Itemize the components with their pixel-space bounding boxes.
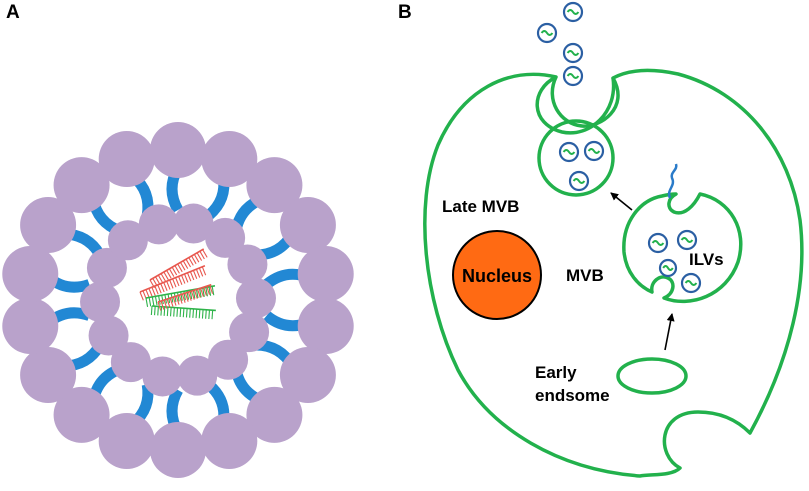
lipid-head bbox=[229, 312, 270, 353]
lipid-head bbox=[205, 217, 246, 258]
cell-membrane bbox=[423, 68, 804, 478]
mvb-label: MVB bbox=[566, 266, 604, 285]
lipid-head bbox=[88, 315, 129, 356]
lipid-head bbox=[142, 356, 183, 397]
lipid-head bbox=[107, 220, 148, 261]
exosome-group bbox=[536, 1, 702, 294]
rna-strand bbox=[149, 248, 208, 289]
lipid-head bbox=[53, 157, 110, 214]
lipid-head bbox=[173, 203, 214, 244]
exosome-vesicle-icon bbox=[583, 140, 605, 162]
lipid-head bbox=[98, 131, 155, 188]
cell-diagram: Nucleus Late MVB MVB ILVs Early endsome bbox=[423, 1, 804, 478]
panel-label-b: B bbox=[398, 2, 412, 23]
early-endosome bbox=[616, 357, 688, 395]
lipid-head bbox=[246, 157, 303, 214]
early-endosome-label-line2: endsome bbox=[535, 386, 610, 405]
lipid-head bbox=[86, 247, 127, 288]
panel-label-a: A bbox=[6, 2, 20, 23]
exosome-vesicle-icon bbox=[680, 272, 702, 294]
outer-lipid-heads bbox=[2, 122, 354, 478]
exosome-vesicle-icon bbox=[647, 232, 669, 254]
exosome-vesicle-icon bbox=[562, 1, 584, 23]
lipid-head bbox=[201, 412, 258, 469]
mvb-vesicle bbox=[622, 192, 743, 304]
exosome-vesicle-icon bbox=[536, 22, 558, 44]
lipid-head bbox=[53, 386, 110, 443]
exosome-vesicle-icon bbox=[676, 229, 698, 251]
cargo-strand-icon bbox=[667, 163, 678, 199]
early-endosome-label-line1: Early bbox=[535, 363, 577, 382]
lipid-head bbox=[2, 245, 59, 302]
rna-strand bbox=[139, 265, 207, 301]
lipid-head bbox=[246, 386, 303, 443]
ilvs-label: ILVs bbox=[689, 250, 724, 269]
lipid-head bbox=[208, 339, 249, 380]
nucleus bbox=[452, 230, 542, 320]
lipid-head bbox=[80, 281, 121, 322]
lipid-head bbox=[279, 197, 336, 253]
lipid-head bbox=[110, 342, 151, 383]
rna-cargo-icon bbox=[139, 248, 216, 320]
exosome-vesicle-icon bbox=[658, 258, 678, 278]
rna-strand bbox=[150, 305, 216, 320]
exosome-vesicle-icon bbox=[562, 65, 584, 87]
lipid-head bbox=[297, 298, 354, 355]
budding-vesicle-icon bbox=[535, 75, 616, 135]
lipid-head bbox=[227, 244, 268, 285]
exosome-vesicle-icon bbox=[562, 42, 584, 64]
lipid-head bbox=[279, 347, 336, 403]
lipid-head bbox=[98, 412, 155, 469]
liposome-icon bbox=[2, 122, 354, 478]
exosome-vesicle-icon bbox=[568, 170, 590, 192]
late-mvb-vesicle bbox=[537, 119, 615, 197]
lipid-head bbox=[201, 131, 258, 188]
arrow-icon bbox=[664, 313, 675, 351]
lipid-head bbox=[150, 122, 206, 178]
exosome-vesicle-icon bbox=[558, 141, 580, 163]
lipid-head bbox=[2, 298, 59, 355]
arrow-icon bbox=[610, 192, 633, 211]
lipid-head bbox=[235, 278, 276, 319]
inner-lipid-heads bbox=[80, 203, 276, 397]
lipid-head bbox=[20, 347, 77, 403]
lipid-head bbox=[138, 204, 179, 245]
nucleus-label: Nucleus bbox=[462, 266, 532, 286]
lipid-head bbox=[297, 245, 354, 302]
lipid-head bbox=[150, 422, 206, 478]
late-mvb-label: Late MVB bbox=[442, 197, 519, 216]
lipid-head bbox=[20, 197, 77, 253]
lipid-head bbox=[177, 355, 218, 396]
rna-strand bbox=[157, 283, 214, 311]
